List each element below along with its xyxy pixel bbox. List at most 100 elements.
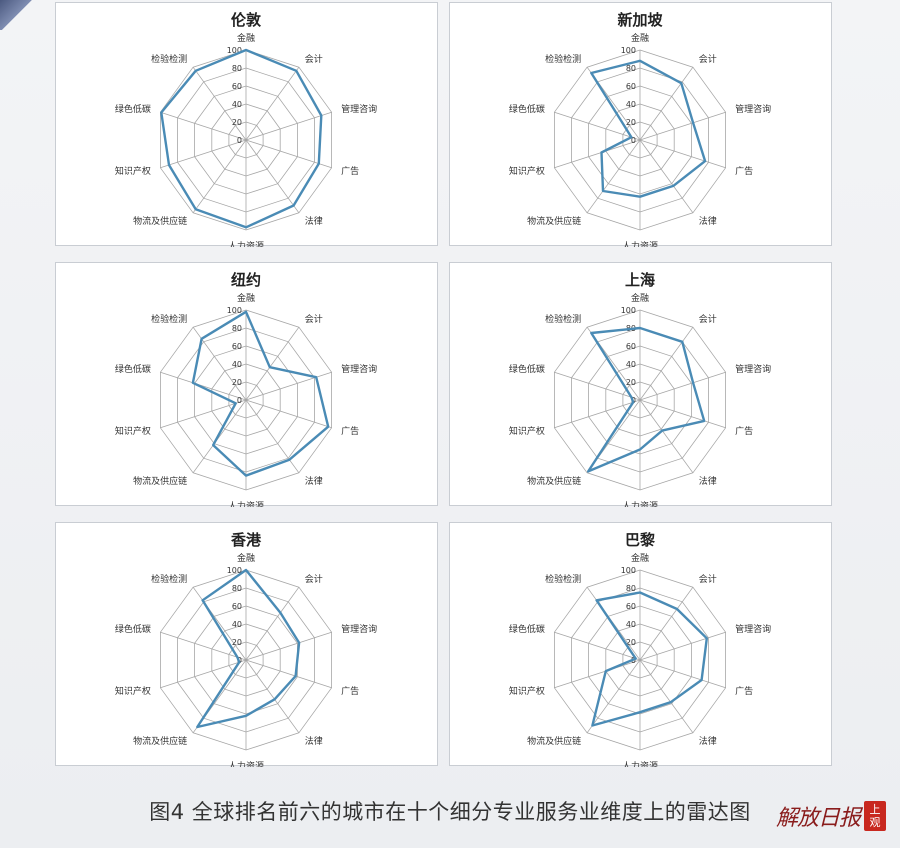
chart-title: 纽约 [231, 271, 261, 289]
series-point [234, 402, 237, 405]
series-point [245, 49, 247, 51]
radial-tick-label: 20 [626, 118, 636, 127]
category-label: 绿色低碳 [115, 363, 151, 375]
series-point [238, 661, 240, 663]
category-label: 法律 [305, 735, 323, 747]
category-label: 物流及供应链 [527, 215, 581, 227]
category-label: 检验检测 [151, 573, 187, 585]
series-point [602, 190, 604, 192]
grid-spoke [639, 111, 726, 141]
series-point [245, 569, 247, 571]
radial-tick-label: 0 [237, 136, 242, 145]
grid-spoke [192, 139, 247, 214]
grid-spoke [192, 66, 247, 141]
radial-tick-label: 100 [227, 306, 242, 315]
radial-tick-label: 20 [626, 378, 636, 387]
radar-chart-svg: 新加坡020406080100金融会计管理咨询广告法律人力资源物流及供应链知识产… [509, 11, 771, 247]
category-label: 知识产权 [509, 425, 545, 437]
category-label: 金融 [631, 32, 649, 44]
series-point [320, 114, 323, 117]
category-label: 广告 [735, 685, 753, 697]
category-label: 法律 [699, 475, 717, 487]
chart-title: 香港 [231, 531, 262, 549]
category-label: 管理咨询 [735, 623, 771, 635]
category-label: 会计 [699, 573, 717, 585]
series-point [315, 376, 318, 378]
grid-spoke [160, 631, 247, 661]
category-label: 管理咨询 [341, 363, 377, 375]
category-label: 知识产权 [115, 425, 151, 437]
category-label: 绿色低碳 [115, 103, 151, 115]
series-point [692, 122, 694, 124]
series-point [630, 136, 633, 138]
series-point [591, 724, 594, 727]
radial-tick-label: 100 [621, 46, 636, 55]
category-label: 绿色低碳 [509, 103, 545, 115]
category-label: 会计 [305, 313, 323, 325]
radial-tick-label: 40 [626, 360, 636, 369]
category-label: 检验检测 [151, 53, 187, 65]
radial-tick-label: 40 [626, 100, 636, 109]
series-point [194, 70, 197, 72]
grid-spoke [245, 399, 332, 429]
category-label: 法律 [305, 215, 323, 227]
series-point [295, 70, 298, 72]
grid-spoke [639, 139, 726, 169]
category-label: 检验检测 [545, 573, 581, 585]
series-point [245, 226, 247, 229]
chart-title: 伦敦 [231, 11, 262, 29]
grid-spoke [639, 399, 726, 429]
series-point [327, 425, 330, 428]
category-label: 知识产权 [509, 165, 545, 177]
category-label: 法律 [305, 475, 323, 487]
category-label: 绿色低碳 [509, 623, 545, 635]
radial-tick-label: 40 [232, 360, 242, 369]
radar-chart-svg: 上海020406080100金融会计管理咨询广告法律人力资源物流及供应链知识产权… [509, 271, 771, 507]
category-label: 知识产权 [115, 685, 151, 697]
radial-tick-label: 100 [621, 566, 636, 575]
radial-tick-label: 40 [232, 620, 242, 629]
figure-caption: 图4 全球排名前六的城市在十个细分专业服务业维度上的雷达图 [149, 800, 751, 824]
category-label: 金融 [237, 552, 255, 564]
series-point [269, 366, 271, 368]
logo-seal-top: 上 [869, 803, 881, 816]
logo-seal-bottom: 观 [869, 816, 881, 829]
series-point [298, 642, 300, 644]
category-label: 广告 [735, 165, 753, 177]
radial-tick-label: 60 [232, 82, 242, 91]
series-point [639, 711, 641, 713]
grid-spoke [245, 659, 332, 689]
series-point [706, 637, 708, 640]
series-point [200, 338, 203, 340]
series-point [245, 474, 247, 477]
category-label: 物流及供应链 [527, 475, 581, 487]
category-label: 管理咨询 [341, 623, 377, 635]
series-point [196, 726, 199, 728]
series-point [590, 72, 593, 74]
series-point [704, 160, 706, 162]
category-label: 会计 [305, 573, 323, 585]
series-point [192, 382, 194, 384]
category-label: 检验检测 [151, 313, 187, 325]
grid-spoke [639, 659, 694, 734]
category-label: 金融 [237, 292, 255, 304]
series-point [168, 164, 170, 166]
series-point [692, 382, 694, 384]
series-point [703, 420, 705, 422]
grid-spoke [245, 399, 300, 474]
category-label: 物流及供应链 [527, 735, 581, 747]
category-label: 法律 [699, 215, 717, 227]
series-point [245, 311, 247, 313]
grid-spoke [554, 371, 641, 401]
category-label: 人力资源 [228, 760, 264, 767]
category-label: 广告 [735, 425, 753, 437]
category-label: 人力资源 [622, 500, 658, 507]
grid-spoke [639, 631, 726, 661]
grid-spoke [639, 66, 694, 141]
category-label: 广告 [341, 165, 359, 177]
series-point [634, 657, 637, 660]
series-point [632, 401, 634, 403]
publisher-logo: 解放日报 上 观 [776, 800, 886, 832]
